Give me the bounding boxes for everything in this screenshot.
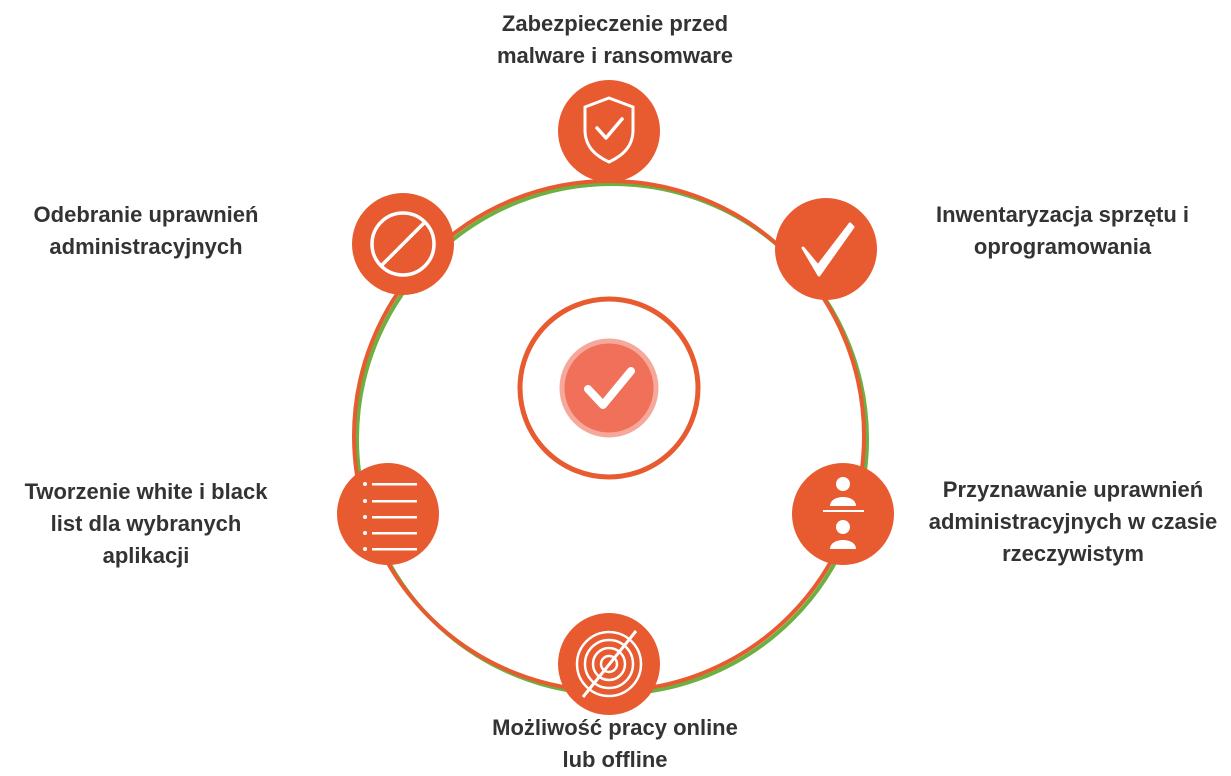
- checkmark-icon: [801, 222, 855, 277]
- shield-check-icon: [583, 96, 635, 164]
- users-hierarchy-icon: [823, 477, 864, 549]
- label-online-offline: Możliwość pracy online lub offline: [492, 715, 738, 772]
- label-white-black-lists: Tworzenie white i black list dla wybrany…: [24, 479, 268, 568]
- node-top-right: [775, 198, 877, 300]
- label-malware-protection: Zabezpieczenie przed malware i ransomwar…: [496, 11, 733, 68]
- label-revoke-admin-rights: Odebranie uprawnień administracyjnych: [33, 202, 259, 259]
- node-bottom-right: [792, 463, 894, 565]
- node-top: [558, 80, 660, 182]
- prohibited-icon: [370, 211, 436, 277]
- offline-signal-icon: [575, 630, 643, 698]
- list-icon: [363, 482, 417, 551]
- node-bottom: [558, 613, 660, 715]
- node-top-left: [352, 193, 454, 295]
- node-bottom-left: [337, 463, 439, 565]
- label-admin-rights-realtime: Przyznawanie uprawnień administracyjnych…: [928, 477, 1218, 566]
- center-check-icon: [517, 296, 701, 480]
- label-inventory: Inwentaryzacja sprzętu i oprogramowania: [935, 202, 1190, 259]
